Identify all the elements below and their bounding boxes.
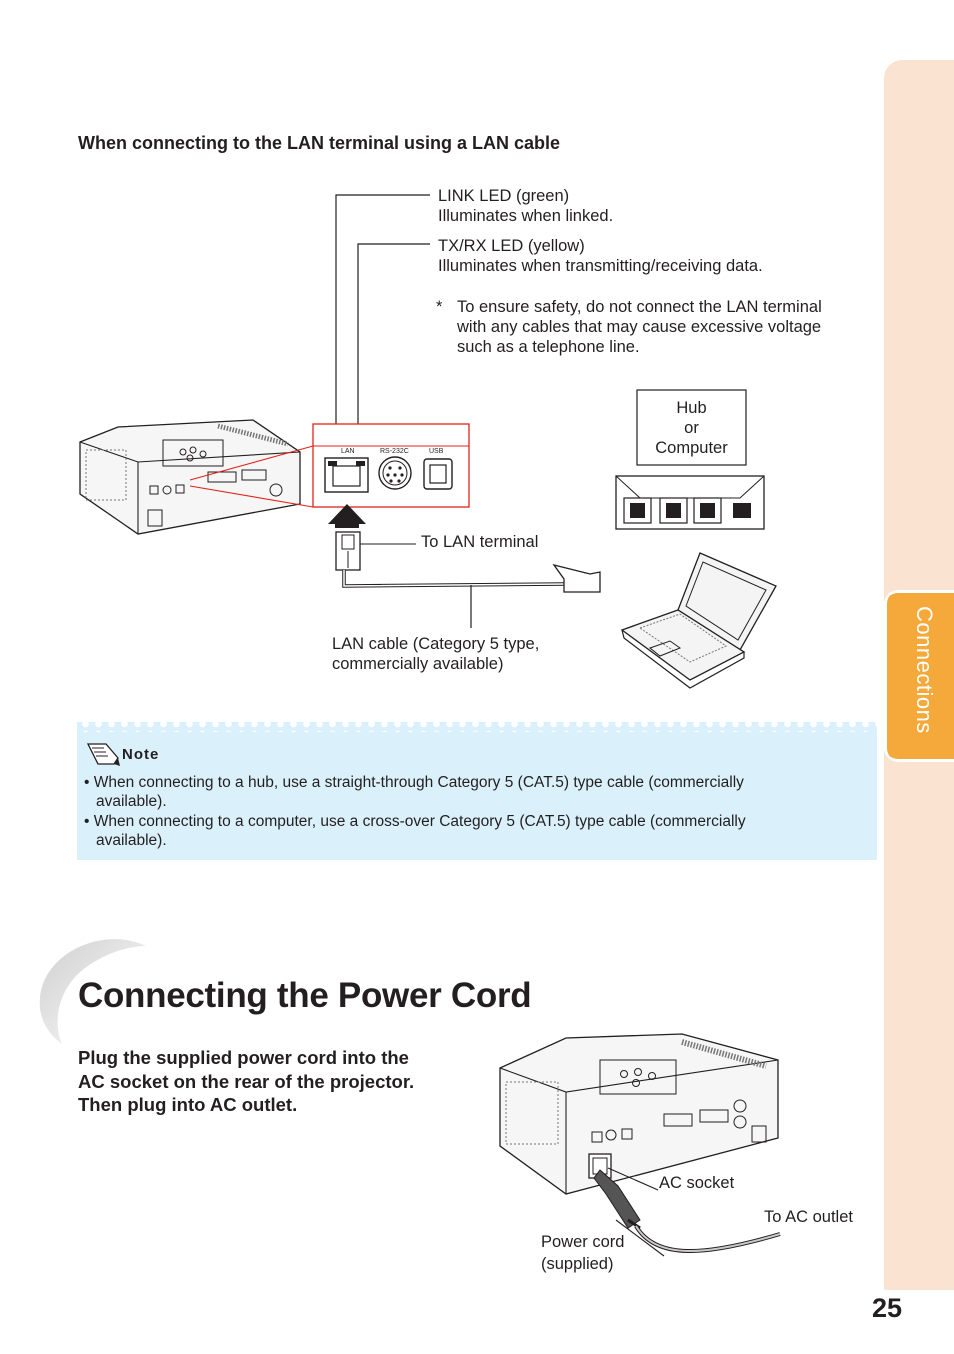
lan-cable-label: LAN cable (Category 5 type, commercially… bbox=[332, 635, 540, 673]
txrx-led-leader bbox=[357, 243, 430, 460]
ac-socket-label: AC socket bbox=[659, 1174, 735, 1192]
txrx-led-label: TX/RX LED (yellow) Illuminates when tran… bbox=[438, 237, 763, 275]
to-lan-terminal-label: To LAN terminal bbox=[421, 533, 539, 551]
side-tab-label: Connections bbox=[912, 606, 937, 734]
projector-illustration bbox=[79, 419, 301, 535]
lan-connection-diagram bbox=[79, 194, 777, 689]
hub-label-box bbox=[636, 389, 747, 466]
lan-port-label: LAN bbox=[341, 448, 355, 455]
safety-star: * bbox=[436, 298, 443, 316]
projector-rear-illustration bbox=[499, 1033, 779, 1195]
side-tab-connections[interactable] bbox=[884, 590, 954, 762]
rs232c-port bbox=[378, 456, 412, 490]
safety-warning: To ensure safety, do not connect the LAN… bbox=[457, 298, 822, 356]
power-cord-label: Power cord (supplied) bbox=[541, 1233, 625, 1273]
power-connection-diagram bbox=[499, 1033, 781, 1257]
note-title: Note bbox=[122, 746, 160, 763]
lan-section-heading: When connecting to the LAN terminal usin… bbox=[78, 133, 561, 153]
title-swoosh-decoration bbox=[39, 939, 147, 1044]
note-item-2: • When connecting to a computer, use a c… bbox=[84, 813, 746, 849]
link-led-leader bbox=[335, 194, 430, 460]
insert-arrow bbox=[328, 504, 366, 524]
power-instructions: Plug the supplied power cord into the AC… bbox=[78, 1047, 415, 1115]
rs232c-port-label: RS-232C bbox=[380, 448, 409, 455]
link-led-label: LINK LED (green) Illuminates when linked… bbox=[438, 187, 614, 225]
note-box bbox=[77, 722, 877, 860]
usb-port-label: USB bbox=[429, 448, 444, 455]
laptop-illustration bbox=[620, 552, 777, 689]
lan-cable-plug bbox=[335, 531, 361, 571]
note-dotted-border bbox=[77, 722, 877, 732]
note-pencil-icon bbox=[86, 743, 120, 766]
page-number: 25 bbox=[872, 1293, 903, 1323]
page-title: Connecting the Power Cord bbox=[78, 976, 532, 1015]
hub-label: Hub or Computer bbox=[655, 399, 728, 457]
ac-outlet-label: To AC outlet bbox=[764, 1208, 853, 1226]
note-item-1: • When connecting to a hub, use a straig… bbox=[84, 774, 744, 810]
usb-port bbox=[423, 458, 453, 490]
